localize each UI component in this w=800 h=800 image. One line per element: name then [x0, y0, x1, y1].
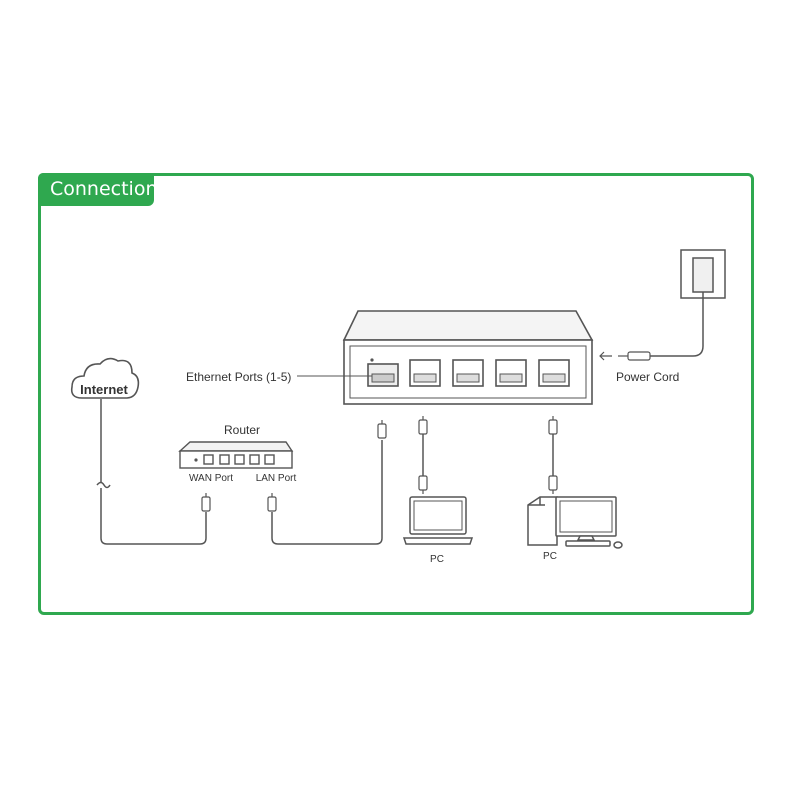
- lan-port-label: LAN Port: [256, 473, 297, 484]
- power-cable: [650, 298, 704, 357]
- cloud-icon: [70, 357, 140, 399]
- power-cord-label: Power Cord: [616, 370, 679, 384]
- panel-title: Connection: [38, 173, 158, 206]
- internet-label: Internet: [80, 382, 128, 397]
- rj45-plug-icon: [201, 493, 211, 512]
- ethernet-ports-label: Ethernet Ports (1-5): [186, 370, 291, 384]
- internet-cable: [96, 399, 207, 545]
- router-label: Router: [224, 423, 260, 437]
- power-plug-icon: [618, 351, 651, 361]
- rj45-plug-icon: [267, 420, 387, 512]
- desktop-pc-icon: [527, 496, 623, 549]
- laptop-icon: [402, 496, 474, 545]
- desktop-pc-label: PC: [543, 551, 557, 562]
- power-arrow-icon: [599, 351, 612, 361]
- laptop-pc-label: PC: [430, 554, 444, 565]
- switch-icon: [342, 310, 594, 405]
- connection-panel: [38, 173, 754, 615]
- power-adapter-icon: [680, 249, 726, 299]
- wan-port-label: WAN Port: [189, 473, 233, 484]
- lan-cable: [271, 440, 383, 545]
- router-icon: [178, 441, 294, 469]
